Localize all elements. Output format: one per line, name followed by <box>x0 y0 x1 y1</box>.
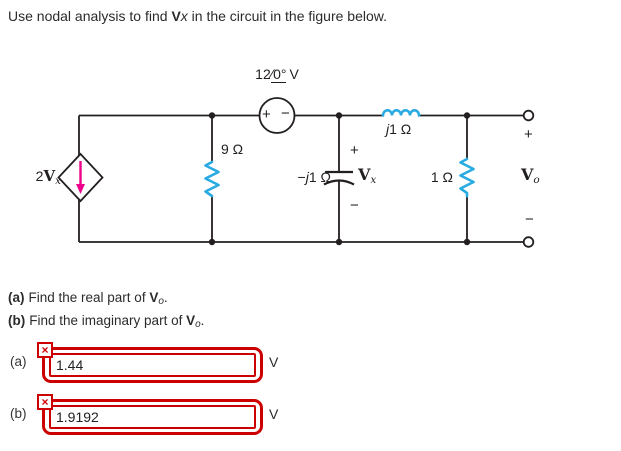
question-a-label: (a) <box>8 290 25 305</box>
vx-sub: x <box>370 174 377 186</box>
incorrect-icon-b: × <box>37 394 53 410</box>
vo-plus-sign: + <box>524 126 533 143</box>
capacitor-plate-bottom <box>323 179 355 186</box>
junction-dot <box>335 238 343 246</box>
vx-var: V <box>358 165 371 184</box>
angle-slash: ∕ <box>270 66 274 82</box>
angle-notation: ∕0° <box>270 66 287 83</box>
output-terminals <box>522 109 535 248</box>
vo-minus-sign: − <box>525 211 534 228</box>
answer-label-a: (a) <box>10 354 27 369</box>
resistor-9-label: 9 Ω <box>221 141 244 157</box>
angle-value: 0° <box>273 66 287 82</box>
question-b-label: (b) <box>8 312 26 328</box>
cap-j: j <box>305 169 309 185</box>
inductor <box>381 109 421 117</box>
inductor-label: j1 Ω <box>386 121 411 137</box>
vo-sub: o <box>533 174 540 186</box>
junction-dot <box>208 112 216 119</box>
arrow-head <box>76 184 85 194</box>
junction-dot <box>463 112 471 119</box>
answer-input-a[interactable] <box>49 353 256 377</box>
cap-minus: − <box>297 169 306 185</box>
circuit-wires <box>78 114 524 243</box>
dependent-source <box>57 152 104 203</box>
vo-label: Vo <box>521 167 540 188</box>
vx-minus-sign: − <box>350 197 359 214</box>
source-voltage-label: 12∕0°V <box>237 66 317 83</box>
cap-rest: 1 Ω <box>308 169 331 185</box>
dep-var: V <box>43 167 56 185</box>
source-magnitude: 12 <box>255 66 271 82</box>
junction-dot <box>208 238 216 246</box>
question-title: Use nodal analysis to find Vx in the cir… <box>8 8 387 24</box>
title-var: V <box>171 8 181 24</box>
question-b-var: V <box>186 312 196 328</box>
answer-outer-box-a <box>42 347 263 383</box>
ind-j: j <box>386 121 390 137</box>
source-unit: V <box>289 66 299 82</box>
answer-unit-b: V <box>269 406 279 422</box>
junction-dot <box>463 238 471 246</box>
incorrect-icon-a: × <box>37 342 53 358</box>
capacitor-label: −j1 Ω <box>276 169 331 185</box>
question-a-period: . <box>163 290 168 305</box>
title-text: Use nodal analysis to find <box>8 8 172 24</box>
resistor-9ohm <box>204 160 220 198</box>
source-minus-sign: − <box>281 105 290 122</box>
question-a-sub: o <box>158 296 164 307</box>
title-var-sub: x <box>180 8 188 24</box>
question-a-var: V <box>149 290 159 305</box>
vx-label: Vx <box>358 167 376 188</box>
junction-dots <box>208 112 471 246</box>
capacitor <box>323 170 355 186</box>
dep-coeff: 2 <box>35 168 44 184</box>
dependent-source-label: 2Vx <box>25 168 61 189</box>
question-a-text: (a)Find the real part of Vo. <box>8 289 204 312</box>
answer-label-b: (b) <box>10 406 27 421</box>
question-b-text: (b)Find the imaginary part of Vo. <box>8 312 204 335</box>
answer-unit-a: V <box>269 354 279 370</box>
answer-input-b[interactable] <box>49 405 256 429</box>
question-prompts: (a)Find the real part of Vo. (b)Find the… <box>8 289 204 334</box>
junction-dot <box>335 112 343 119</box>
source-plus-sign: + <box>262 106 271 123</box>
output-terminal-top <box>522 109 535 122</box>
answer-outer-box-b <box>42 399 263 435</box>
question-b-period: . <box>200 312 205 328</box>
title-suffix: in the circuit in the figure below. <box>187 8 388 24</box>
resistor-1-label: 1 Ω <box>422 169 453 185</box>
circuit-svg <box>57 97 535 248</box>
output-terminal-bottom <box>522 236 535 248</box>
question-b-sub: o <box>195 318 201 330</box>
resistor-1-text: 1 Ω <box>430 169 453 185</box>
circuit-diagram: 12∕0°V + − 2Vx 9 Ω −j1 Ω + Vx − j1 Ω 1 Ω… <box>25 66 540 248</box>
question-a-body: Find the real part of <box>28 290 150 305</box>
dep-sub: x <box>55 175 61 187</box>
vx-plus-sign: + <box>350 142 359 159</box>
question-b-body: Find the imaginary part of <box>29 312 187 328</box>
vo-var: V <box>521 165 534 184</box>
ind-rest: 1 Ω <box>389 121 412 137</box>
voltage-source <box>258 97 296 134</box>
resistor-1ohm <box>459 157 475 198</box>
